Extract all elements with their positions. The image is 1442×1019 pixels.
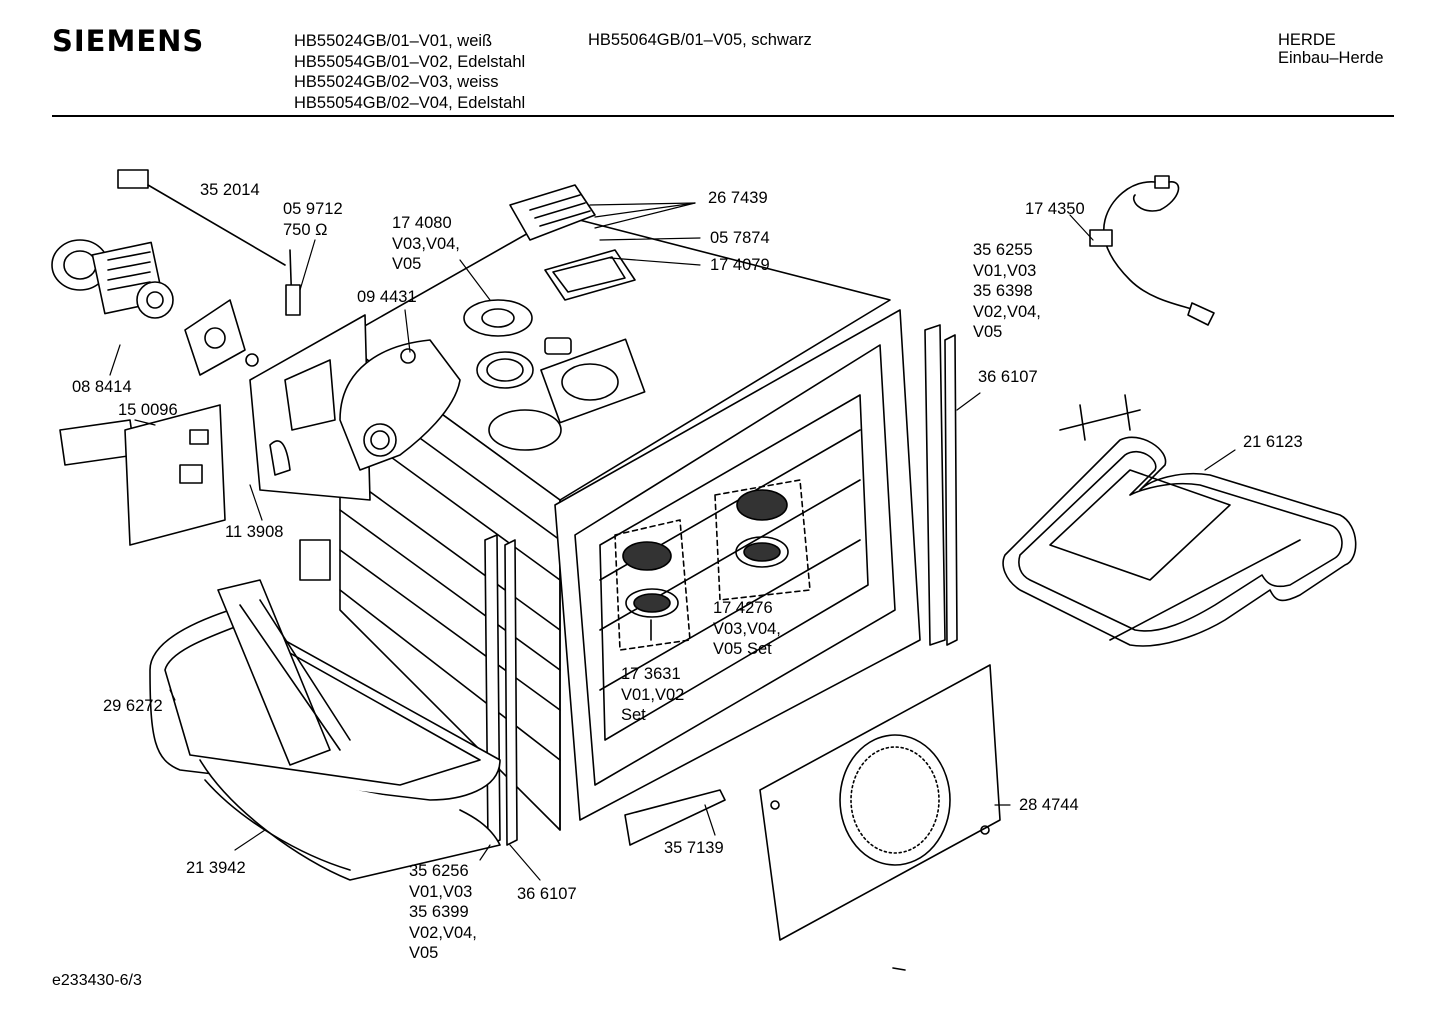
part-label: 17 4350: [1025, 200, 1085, 218]
part-label-line: V05 Set: [713, 640, 772, 658]
part-label-line: V03,V04,: [713, 619, 781, 638]
part-label-line: V02,V04,: [409, 923, 477, 942]
fan-motor: [51, 239, 259, 376]
part-label-line: 17 4080: [392, 214, 452, 232]
part-label: 35 6256 V01,V03 35 6399 V02,V04, V05: [409, 861, 477, 964]
part-label: 36 6107: [978, 368, 1038, 386]
temperature-sensor: [117, 169, 301, 316]
part-label-line: 35 6256: [409, 862, 469, 880]
part-label-line: 17 3631: [621, 665, 681, 683]
part-label-line: Set: [621, 706, 646, 724]
part-label: 28 4744: [1019, 796, 1079, 814]
part-label-line: V03,V04,: [392, 234, 460, 253]
part-label-line: V02,V04,: [973, 302, 1041, 321]
part-label: 35 2014: [200, 181, 260, 199]
grill-element: [1002, 394, 1357, 647]
part-label-line: 35 6399: [409, 903, 469, 921]
page-dash: [892, 967, 906, 971]
part-label: 35 7139: [664, 839, 724, 857]
part-label: 17 4276 V03,V04, V05 Set: [713, 598, 781, 660]
angle-rail: [624, 789, 726, 846]
drawing-code: e233430-6/3: [52, 972, 142, 989]
brand-logo: SIEMENS: [52, 24, 205, 58]
part-label: 11 3908: [225, 523, 284, 541]
terminal-bracket: [59, 404, 226, 546]
part-label: 26 7439: [708, 189, 768, 207]
part-label-line: V01,V03: [409, 882, 473, 901]
part-label-line: 35 6398: [973, 282, 1033, 300]
part-label-line: V05: [973, 323, 1003, 341]
part-label-line: 05 9712: [283, 200, 343, 218]
header-rule: [52, 115, 1394, 117]
part-label: 17 4079: [710, 256, 770, 274]
part-label: 21 3942: [186, 859, 246, 877]
category-line: HERDE: [1278, 31, 1336, 49]
thermal-fuse: [1089, 175, 1215, 326]
model-line: HB55024GB/01–V01, weiß: [294, 32, 493, 50]
top-connector: [509, 184, 636, 301]
part-label: 08 8414: [72, 378, 132, 396]
door-seal: [149, 609, 501, 881]
heater-housing: [339, 339, 461, 471]
category-line: Einbau–Herde: [1278, 49, 1384, 67]
part-label: 29 6272: [103, 697, 163, 715]
part-label-line: V01,V02: [621, 685, 685, 704]
part-label: 21 6123: [1243, 433, 1303, 451]
category: HERDE Einbau–Herde: [1278, 31, 1384, 67]
part-label: 15 0096: [118, 401, 178, 419]
model-list: HB55024GB/01–V01, weiß HB55054GB/01–V02,…: [294, 31, 525, 113]
part-label: 36 6107: [517, 885, 577, 903]
part-label: 35 6255 V01,V03 35 6398 V02,V04, V05: [973, 240, 1041, 343]
lower-heater: [217, 579, 351, 766]
part-label: 17 3631 V01,V02 Set: [621, 664, 684, 726]
side-panel: [249, 314, 371, 581]
part-label-line: V01,V03: [973, 261, 1037, 280]
part-label-line: V05: [392, 255, 422, 273]
part-label-line: V05: [409, 944, 439, 962]
oven-cavity: [339, 214, 891, 831]
lamp-covers: [614, 479, 811, 651]
part-label-line: 35 6255: [973, 241, 1033, 259]
model-line: HB55054GB/01–V02, Edelstahl: [294, 52, 526, 71]
part-label-line: 17 4276: [713, 599, 773, 617]
model-line: HB55024GB/02–V03, weiss: [294, 73, 499, 91]
leader-lines: [109, 202, 1236, 881]
side-rails: [484, 324, 958, 846]
fan-cover: [759, 664, 1001, 941]
model-line: HB55054GB/02–V04, Edelstahl: [294, 93, 526, 112]
part-label: 17 4080 V03,V04, V05: [392, 213, 460, 275]
part-label-line: 750 Ω: [283, 220, 328, 239]
part-label: 05 9712 750 Ω: [283, 199, 343, 240]
part-label: 09 4431: [357, 288, 417, 306]
part-label: 05 7874: [710, 229, 770, 247]
model-extra: HB55064GB/01–V05, schwarz: [588, 31, 812, 49]
